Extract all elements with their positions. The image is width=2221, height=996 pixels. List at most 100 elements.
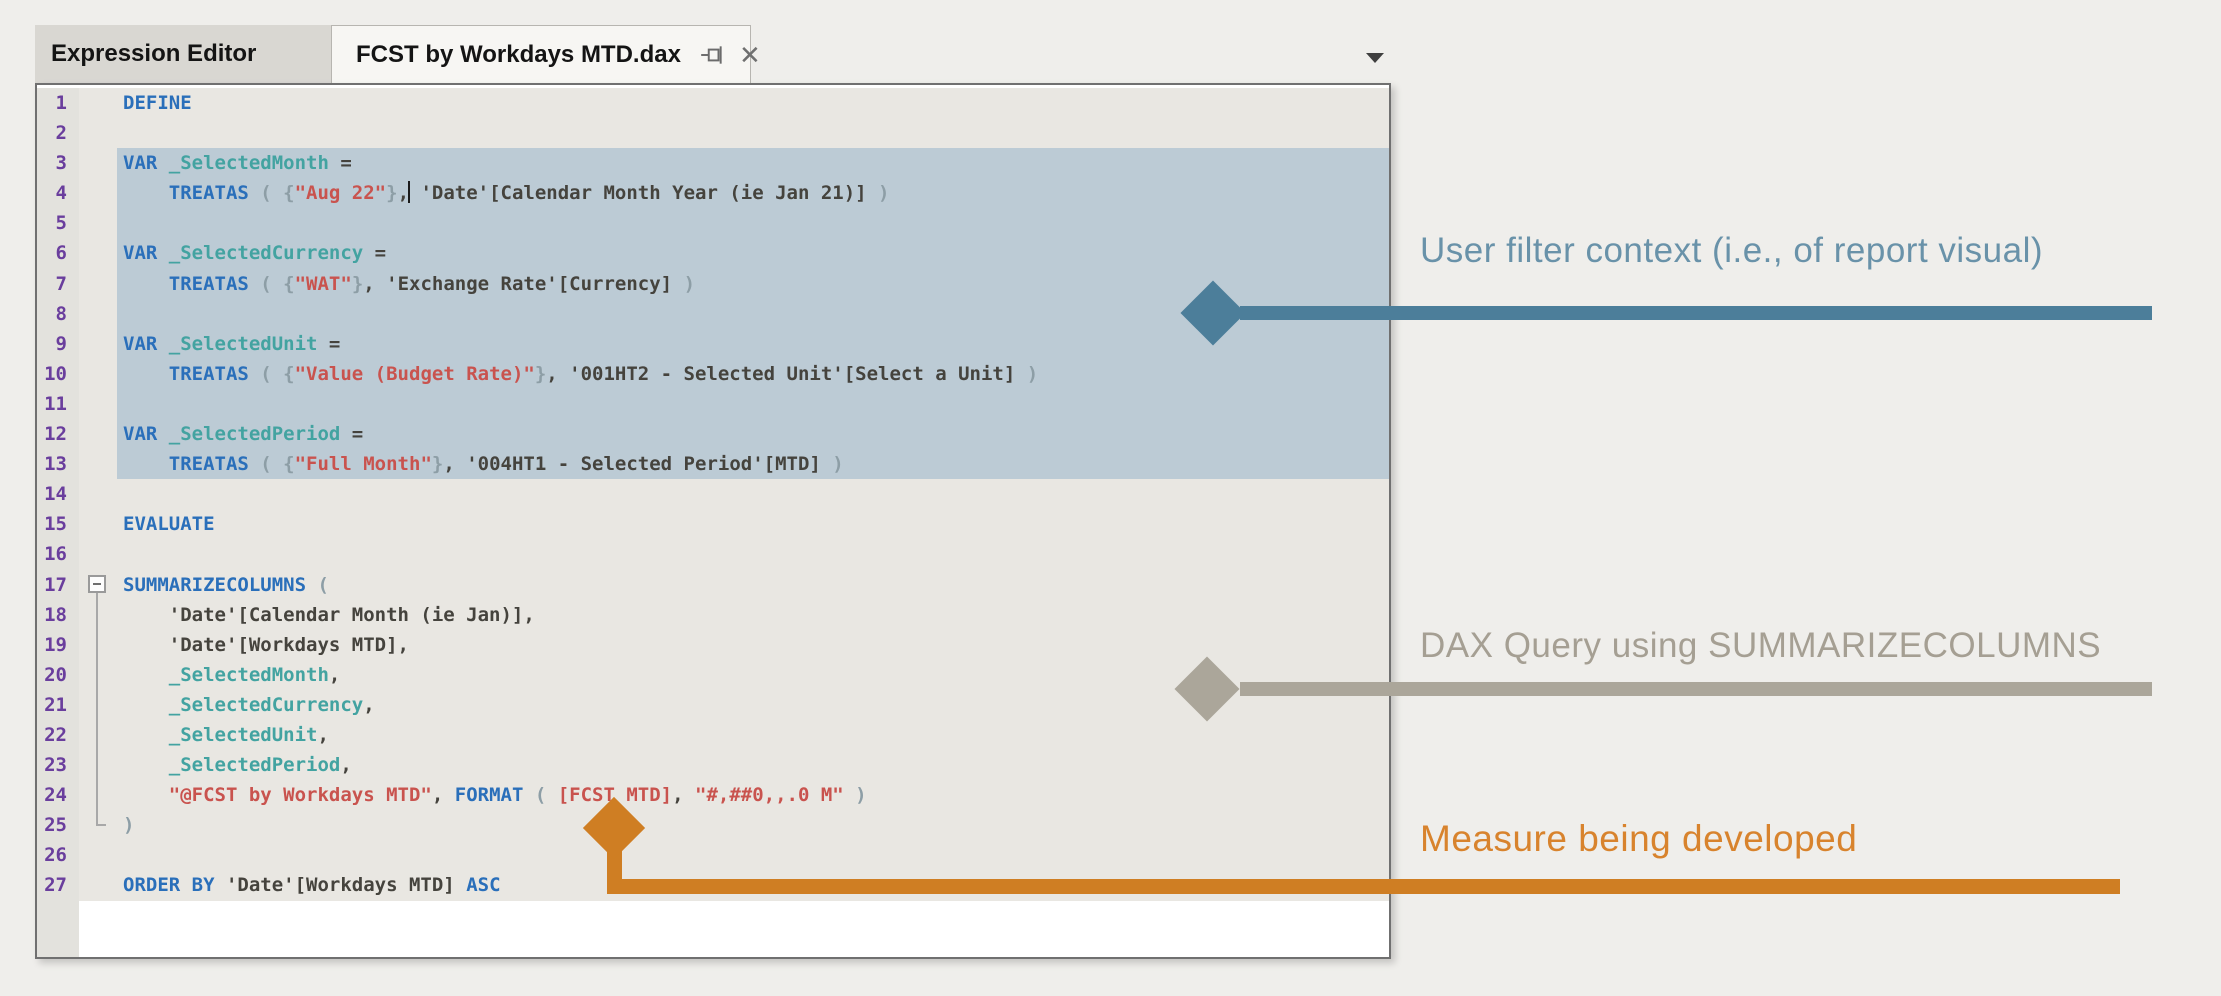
code-line[interactable]: 2 bbox=[37, 118, 1389, 149]
code-line[interactable]: 22 _SelectedUnit, bbox=[37, 719, 1389, 751]
fold-margin bbox=[79, 479, 117, 510]
fold-margin bbox=[79, 388, 117, 420]
fold-margin bbox=[79, 358, 117, 389]
fold-margin bbox=[79, 870, 117, 901]
code-text: TREATAS ( {"Value (Budget Rate)"}, '001H… bbox=[117, 358, 1389, 389]
code-line[interactable]: 12 VAR _SelectedPeriod = bbox=[37, 419, 1389, 450]
code-text: _SelectedUnit, bbox=[117, 719, 1389, 751]
code-line[interactable]: 9 VAR _SelectedUnit = bbox=[37, 328, 1389, 359]
fold-guide-line bbox=[96, 593, 106, 826]
line-number: 11 bbox=[37, 388, 79, 420]
line-number: 9 bbox=[37, 328, 79, 359]
fold-margin bbox=[79, 208, 117, 239]
code-line[interactable]: 3 VAR _SelectedMonth = bbox=[37, 148, 1389, 179]
line-number: 21 bbox=[37, 689, 79, 720]
fold-margin bbox=[79, 268, 117, 299]
code-text: VAR _SelectedUnit = bbox=[117, 328, 1389, 359]
code-line[interactable]: 24 "@FCST by Workdays MTD", FORMAT ( [FC… bbox=[37, 780, 1389, 811]
code-line[interactable]: 10 TREATAS ( {"Value (Budget Rate)"}, '0… bbox=[37, 358, 1389, 389]
arrow-measure bbox=[607, 879, 2120, 894]
code-line[interactable]: 8 bbox=[37, 298, 1389, 329]
code-text bbox=[117, 298, 1389, 329]
annotation-dax-query: DAX Query using SUMMARIZECOLUMNS bbox=[1420, 626, 2102, 665]
line-number: 22 bbox=[37, 719, 79, 751]
code-line[interactable]: 18 'Date'[Calendar Month (ie Jan)], bbox=[37, 599, 1389, 630]
line-number: 5 bbox=[37, 208, 79, 239]
code-line[interactable]: 1 DEFINE bbox=[37, 88, 1389, 119]
line-number: 1 bbox=[37, 88, 79, 119]
fold-toggle-icon[interactable] bbox=[88, 575, 106, 593]
line-number: 13 bbox=[37, 449, 79, 480]
line-number: 23 bbox=[37, 750, 79, 781]
line-number: 18 bbox=[37, 599, 79, 630]
code-text: VAR _SelectedMonth = bbox=[117, 148, 1389, 179]
line-number: 15 bbox=[37, 509, 79, 540]
code-line[interactable]: 21 _SelectedCurrency, bbox=[37, 689, 1389, 720]
code-line[interactable]: 14 bbox=[37, 479, 1389, 510]
document-tab[interactable]: FCST by Workdays MTD.dax ✕ bbox=[331, 25, 761, 83]
line-number: 26 bbox=[37, 840, 79, 871]
pin-icon[interactable] bbox=[699, 42, 725, 68]
code-text bbox=[117, 208, 1389, 239]
line-number: 10 bbox=[37, 358, 79, 389]
gutter-filler bbox=[37, 900, 79, 957]
code-line[interactable]: 19 'Date'[Workdays MTD], bbox=[37, 629, 1389, 660]
code-line[interactable]: 7 TREATAS ( {"WAT"}, 'Exchange Rate'[Cur… bbox=[37, 268, 1389, 299]
line-number: 27 bbox=[37, 870, 79, 901]
code-text: 'Date'[Workdays MTD], bbox=[117, 629, 1389, 660]
line-number: 14 bbox=[37, 479, 79, 510]
code-text bbox=[117, 388, 1389, 420]
code-line[interactable]: 26 bbox=[37, 840, 1389, 871]
fold-margin bbox=[79, 659, 117, 690]
line-number: 19 bbox=[37, 629, 79, 660]
line-number: 4 bbox=[37, 178, 79, 209]
fold-margin bbox=[79, 178, 117, 209]
line-number: 2 bbox=[37, 118, 79, 149]
code-text: TREATAS ( {"Full Month"}, '004HT1 - Sele… bbox=[117, 449, 1389, 480]
fold-margin bbox=[79, 148, 117, 179]
close-icon[interactable]: ✕ bbox=[738, 39, 761, 70]
fold-margin bbox=[79, 840, 117, 871]
line-number: 6 bbox=[37, 238, 79, 269]
fold-margin bbox=[79, 629, 117, 660]
code-text: DEFINE bbox=[117, 88, 1389, 119]
editor-empty-area[interactable] bbox=[37, 900, 1389, 957]
line-number: 12 bbox=[37, 419, 79, 450]
arrow-filter-context bbox=[1240, 306, 2152, 320]
fold-margin bbox=[79, 88, 117, 119]
fold-margin bbox=[79, 780, 117, 811]
code-line[interactable]: 16 bbox=[37, 539, 1389, 570]
fold-margin bbox=[79, 509, 117, 540]
fold-margin bbox=[79, 238, 117, 269]
fold-margin bbox=[79, 750, 117, 781]
code-line[interactable]: 25) bbox=[37, 810, 1389, 841]
code-text: _SelectedPeriod, bbox=[117, 750, 1389, 781]
code-text: VAR _SelectedPeriod = bbox=[117, 419, 1389, 450]
fold-margin bbox=[79, 719, 117, 751]
code-text bbox=[117, 479, 1389, 510]
code-text bbox=[117, 118, 1389, 149]
line-number: 3 bbox=[37, 148, 79, 179]
code-line[interactable]: 13 TREATAS ( {"Full Month"}, '004HT1 - S… bbox=[37, 449, 1389, 480]
code-line[interactable]: 4 TREATAS ( {"Aug 22"}, 'Date'[Calendar … bbox=[37, 178, 1389, 209]
annotation-filter-context: User filter context (i.e., of report vis… bbox=[1420, 231, 2044, 270]
line-number: 16 bbox=[37, 539, 79, 570]
pane-title-label: Expression Editor bbox=[51, 40, 257, 67]
line-number: 25 bbox=[37, 810, 79, 841]
code-line[interactable]: 23 _SelectedPeriod, bbox=[37, 750, 1389, 781]
code-line[interactable]: 11 bbox=[37, 388, 1389, 420]
chevron-down-icon[interactable] bbox=[1366, 53, 1384, 63]
arrow-dax-query bbox=[1240, 682, 2152, 696]
code-line[interactable]: 5 bbox=[37, 208, 1389, 239]
fold-margin bbox=[79, 449, 117, 480]
line-number: 20 bbox=[37, 659, 79, 690]
code-text: ) bbox=[117, 810, 1389, 841]
code-text: 'Date'[Calendar Month (ie Jan)], bbox=[117, 599, 1389, 630]
line-number: 17 bbox=[37, 569, 79, 600]
code-line[interactable]: 20 _SelectedMonth, bbox=[37, 659, 1389, 690]
